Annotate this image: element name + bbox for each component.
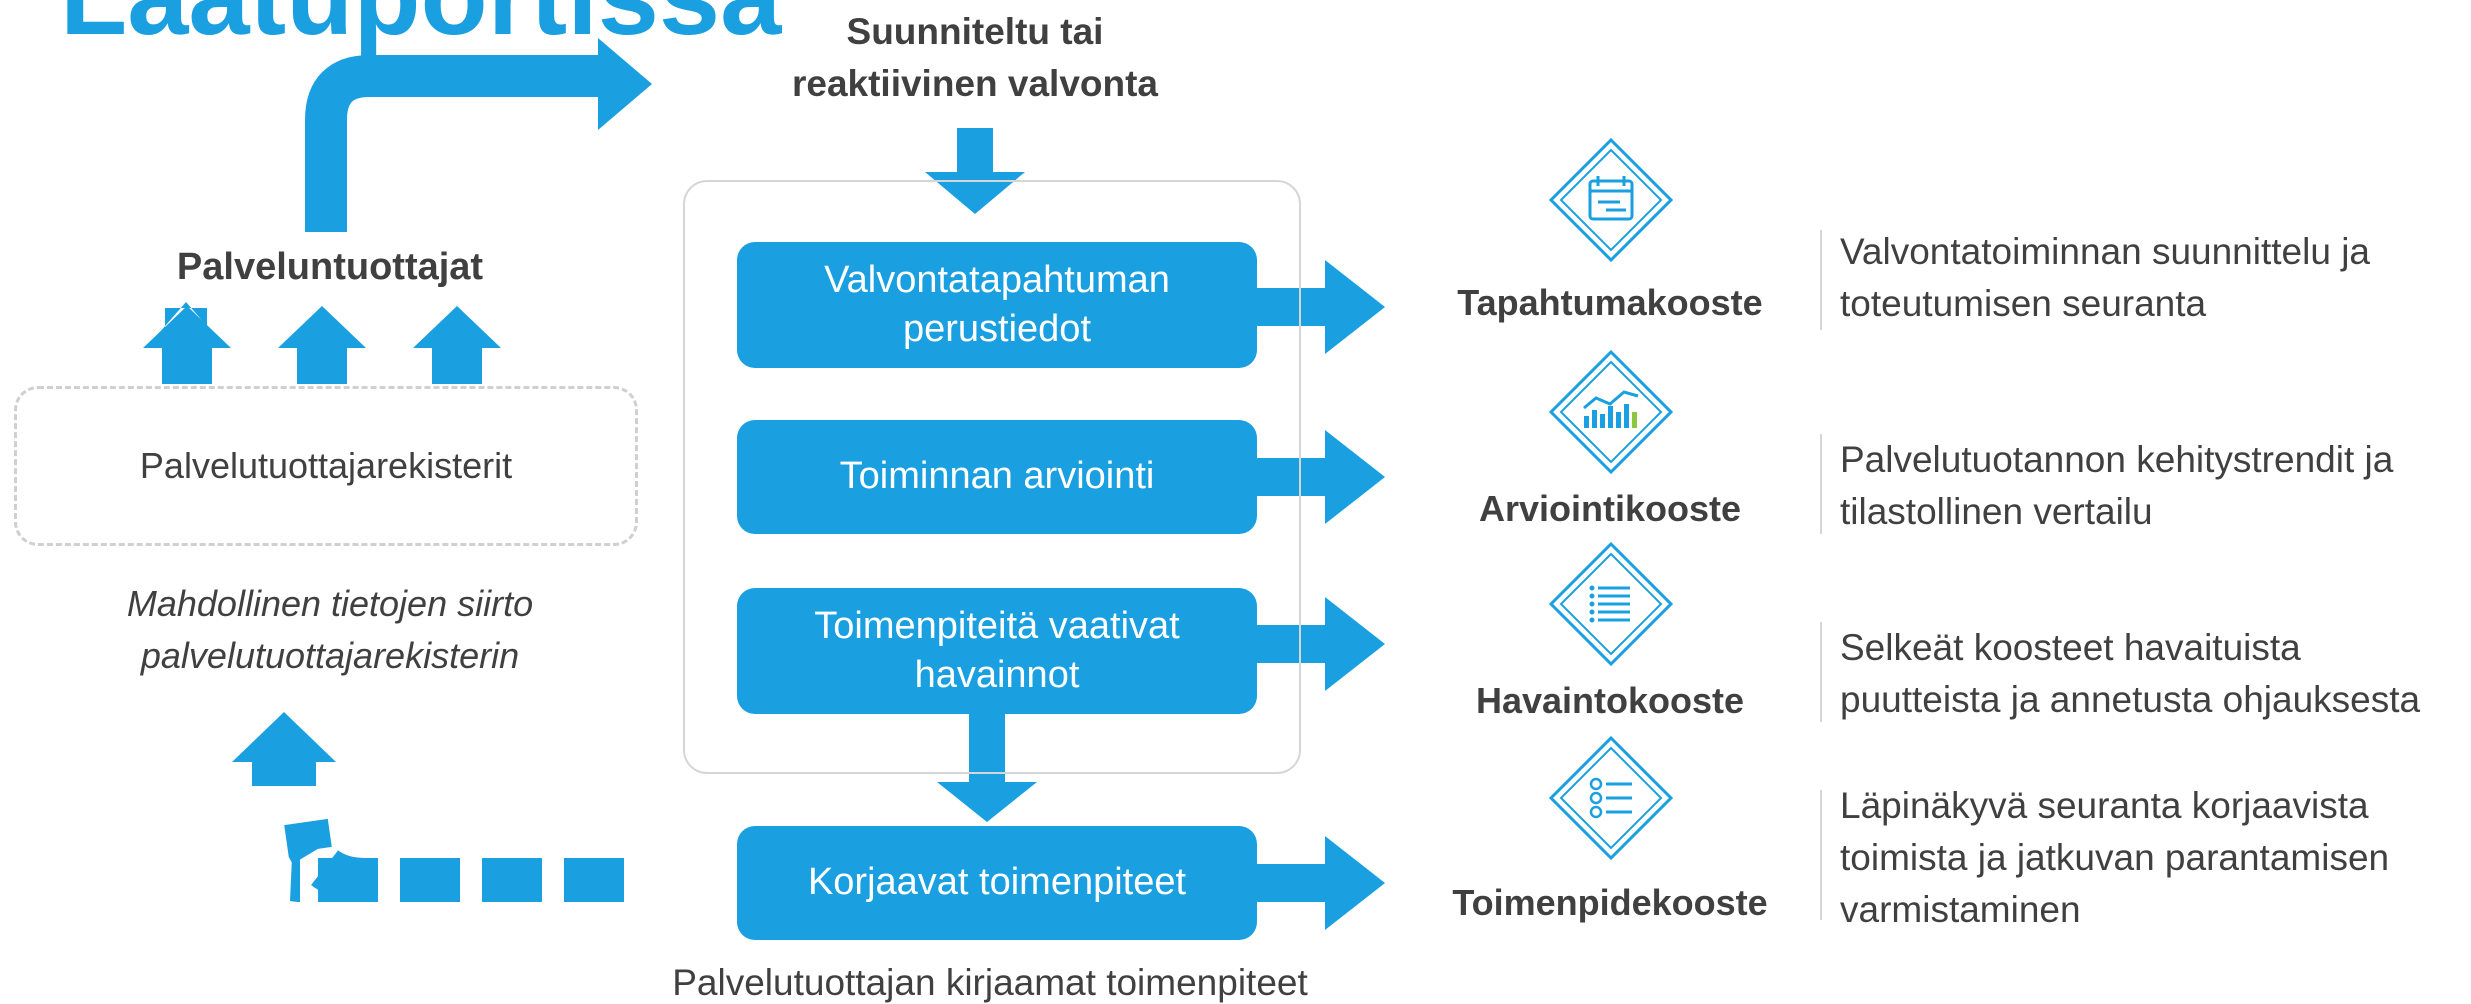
- feedback-arrowhead: [232, 712, 336, 786]
- transfer-note-line2: palvelutuottajarekisterin: [140, 635, 520, 677]
- process-right-arrows: [1257, 260, 1385, 930]
- desc-line1: Valvontatoiminnan suunnittelu ja: [1840, 231, 2370, 272]
- process-box-line1: Toiminnan arviointi: [839, 455, 1155, 498]
- summary-desc-actions: Läpinäkyvä seuranta korjaavista toimista…: [1840, 780, 2460, 935]
- summary-desc-findings: Selkeät koosteet havaituista puutteista …: [1840, 622, 2465, 726]
- summary-desc-event: Valvontatoiminnan suunnittelu ja toteutu…: [1840, 226, 2460, 330]
- providers-curved-arrow: [305, 55, 600, 232]
- summary-label-evaluation: Arviointikooste: [1478, 488, 1742, 529]
- process-box-evaluation[interactable]: Toiminnan arviointi: [737, 420, 1257, 534]
- summary-label-actions: Toimenpidekooste: [1452, 882, 1768, 923]
- providers-label: Palveluntuottajat: [176, 246, 484, 288]
- transfer-note: Mahdollinen tietojen siirto palvelutuott…: [40, 578, 620, 682]
- transfer-note-line1: Mahdollinen tietojen siirto: [126, 583, 534, 624]
- desc-line1: Läpinäkyvä seuranta korjaavista: [1840, 785, 2369, 826]
- desc-line1: Palvelutuotannon kehitystrendit ja: [1840, 439, 2394, 480]
- page-title: Laatuportissa: [60, 0, 781, 52]
- monitoring-arrow-head: [925, 172, 1025, 214]
- process-container: [683, 180, 1301, 774]
- register-up-arrow: [143, 306, 231, 384]
- providers-curved-arrowhead: [598, 38, 652, 130]
- desc-line2: toteutumisen seuranta: [1840, 282, 2207, 324]
- process-box-line2: havainnot: [914, 654, 1080, 696]
- separator: [1820, 622, 1822, 722]
- monitoring-arrow-shaft: [957, 128, 993, 176]
- monitoring-label: Suunniteltu tai reaktiivinen valvonta: [760, 6, 1190, 110]
- process-box-line1: Valvontatapahtuman: [824, 258, 1170, 301]
- separator: [1820, 230, 1822, 330]
- registers-label: Palvelutuottajarekisterit: [139, 445, 513, 486]
- checklist-icon: [1548, 735, 1674, 861]
- desc-line2: tilastollinen vertailu: [1840, 490, 2153, 532]
- process-box-basic-info[interactable]: Valvontatapahtuman perustiedot: [737, 242, 1257, 368]
- desc-line2: puutteista ja annetusta ohjauksesta: [1840, 678, 2421, 720]
- separator: [1820, 790, 1822, 920]
- list-icon: [1548, 541, 1674, 667]
- process-box-line2: perustiedot: [902, 308, 1091, 350]
- summary-desc-evaluation: Palvelutuotannon kehitystrendit ja tilas…: [1840, 434, 2460, 538]
- findings-down-arrow-head: [937, 782, 1037, 822]
- calendar-icon: [1548, 137, 1674, 263]
- process-box-line1: Toimenpiteitä vaativat: [814, 604, 1180, 647]
- register-up-arrow: [146, 302, 226, 348]
- register-up-arrow: [278, 306, 366, 384]
- monitoring-label-line1: Suunniteltu tai: [846, 11, 1104, 52]
- desc-line2: toimista ja jatkuvan parantamisen: [1840, 836, 2390, 878]
- bar-chart-icon: [1548, 349, 1674, 475]
- desc-line1: Selkeät koosteet havaituista: [1840, 627, 2301, 668]
- feedback-curve: [284, 818, 367, 902]
- bottom-note: Palvelutuottajan kirjaamat toimenpiteet: [672, 962, 1308, 1003]
- register-up-arrow: [413, 306, 501, 384]
- summary-label-findings: Havaintokooste: [1475, 680, 1745, 721]
- separator: [1820, 434, 1822, 534]
- process-box-corrective-actions[interactable]: Korjaavat toimenpiteet: [737, 826, 1257, 940]
- process-box-line1: Korjaavat toimenpiteet: [807, 861, 1187, 904]
- process-box-findings[interactable]: Toimenpiteitä vaativat havainnot: [737, 588, 1257, 714]
- registers-box: Palvelutuottajarekisterit: [14, 386, 638, 546]
- desc-line3: varmistaminen: [1840, 888, 2081, 930]
- monitoring-label-line2: reaktiivinen valvonta: [791, 62, 1159, 104]
- summary-label-event: Tapahtumakooste: [1457, 282, 1763, 323]
